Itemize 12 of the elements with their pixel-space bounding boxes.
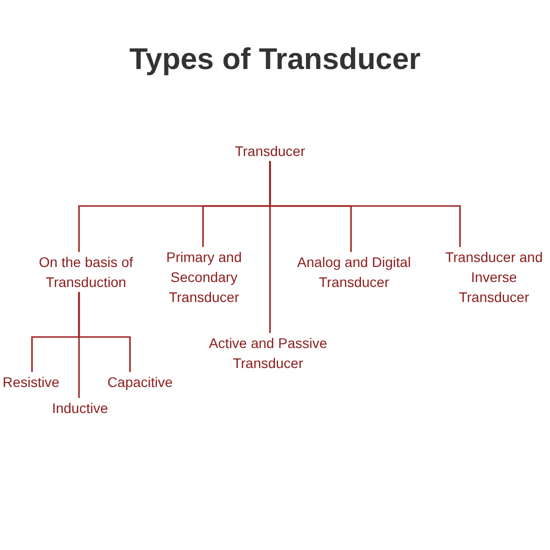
subtype-label: Capacitive	[105, 372, 175, 392]
root-label: Transducer	[225, 141, 315, 161]
category-label: Analog and Digital Transducer	[292, 252, 416, 292]
category-label: Active and Passive Transducer	[203, 333, 333, 373]
subtype-label: Resistive	[1, 372, 61, 392]
connector-line	[269, 161, 461, 247]
category-label: Transducer and Inverse Transducer	[442, 247, 546, 307]
category-label: Primary and Secondary Transducer	[158, 247, 250, 307]
subtype-label: Inductive	[48, 398, 112, 418]
category-label: On the basis of Transduction	[30, 252, 142, 292]
diagram-title: Types of Transducer	[129, 42, 421, 78]
connector-line	[78, 292, 131, 372]
